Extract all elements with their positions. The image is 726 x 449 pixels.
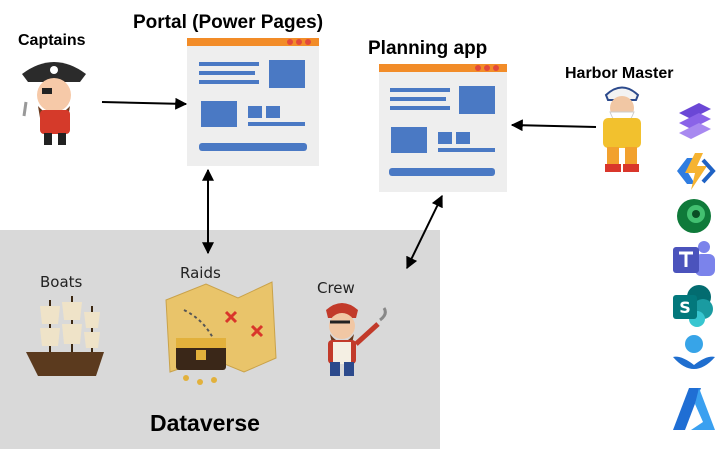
- content-line: [438, 148, 495, 152]
- content-bar: [199, 143, 307, 151]
- teams-icon: [669, 237, 719, 283]
- content-block: [266, 106, 280, 118]
- content-block: [201, 101, 237, 127]
- window-dot: [287, 39, 293, 45]
- window-dot: [493, 65, 499, 71]
- content-line: [248, 122, 305, 126]
- planning-app-window: [379, 64, 507, 192]
- captains-label: Captains: [18, 32, 86, 49]
- portal-window: [187, 38, 319, 166]
- crew-label: Crew: [317, 279, 355, 297]
- content-block: [248, 106, 262, 118]
- planning-app-title: Planning app: [368, 38, 488, 59]
- copilot-studio-icon: [669, 97, 719, 143]
- content-line: [199, 71, 255, 75]
- dataverse-icon: [669, 193, 719, 239]
- window-dot: [296, 39, 302, 45]
- window-dot: [484, 65, 490, 71]
- sharepoint-icon: S: [669, 283, 719, 329]
- harbor-master-label: Harbor Master: [565, 65, 674, 82]
- harbor-to-planning-arrow: [510, 119, 597, 132]
- content-line: [390, 97, 446, 101]
- viva-icon: [669, 331, 719, 377]
- portal-title: Portal (Power Pages): [133, 12, 324, 33]
- content-block: [438, 132, 452, 144]
- svg-text:S: S: [679, 298, 691, 317]
- content-line: [199, 80, 259, 84]
- content-block: [269, 60, 305, 88]
- window-dot: [475, 65, 481, 71]
- content-line: [199, 62, 259, 66]
- content-block: [459, 86, 495, 114]
- window-title-bar: [379, 64, 507, 72]
- boats-label: Boats: [40, 273, 83, 291]
- dataverse-title: Dataverse: [150, 410, 260, 436]
- content-line: [390, 106, 450, 110]
- content-block: [456, 132, 470, 144]
- content-line: [390, 88, 450, 92]
- power-automate-icon: [669, 148, 719, 194]
- content-block: [391, 127, 427, 153]
- planning-dataverse-arrow: [406, 194, 443, 270]
- azure-icon: [669, 384, 719, 430]
- captains-to-portal-arrow: [101, 97, 188, 110]
- raids-label: Raids: [180, 264, 221, 282]
- window-title-bar: [187, 38, 319, 46]
- content-bar: [389, 168, 495, 176]
- window-dot: [305, 39, 311, 45]
